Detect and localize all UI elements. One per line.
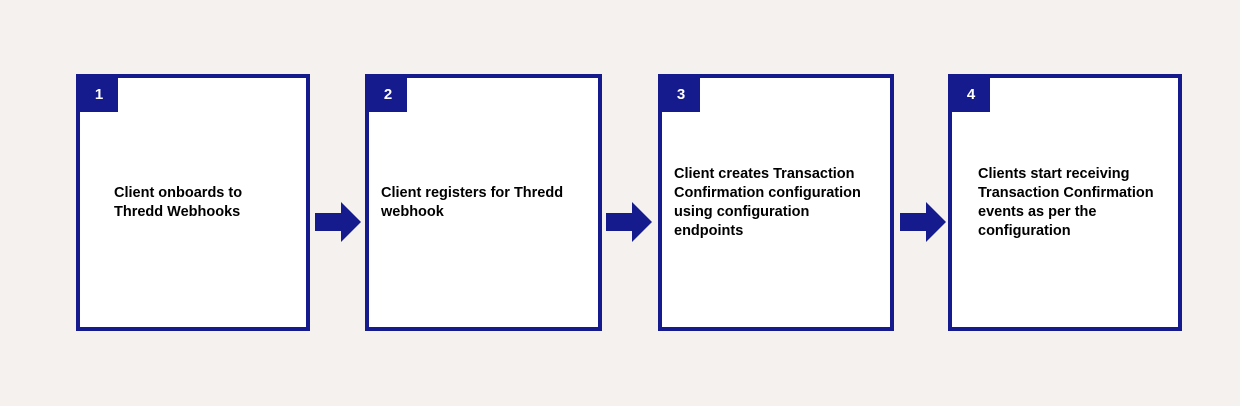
step-number-badge-1: 1 [80,78,118,112]
step-label-4: Clients start receiving Transaction Conf… [978,165,1154,239]
step-label-3: Client creates Transaction Confirmation … [674,165,861,239]
step-label-2: Client registers for Thredd webhook [381,184,564,220]
step-number-badge-4: 4 [952,78,990,112]
step-number-badge-3: 3 [662,78,700,112]
arrow-right-icon-step1-step2 [315,200,361,244]
arrow-right-icon-step2-step3 [606,200,652,244]
step-label-1: Client onboards to Thredd Webhooks [114,184,243,220]
process-step-1: 1 Client onboards to Thredd Webhooks [76,74,310,331]
process-step-2: 2 Client registers for Thredd webhook [365,74,602,331]
arrow-right-icon-step3-step4 [900,200,946,244]
process-step-4: 4 Clients start receiving Transaction Co… [948,74,1182,331]
step-number-badge-2: 2 [369,78,407,112]
process-step-3: 3 Client creates Transaction Confirmatio… [658,74,894,331]
